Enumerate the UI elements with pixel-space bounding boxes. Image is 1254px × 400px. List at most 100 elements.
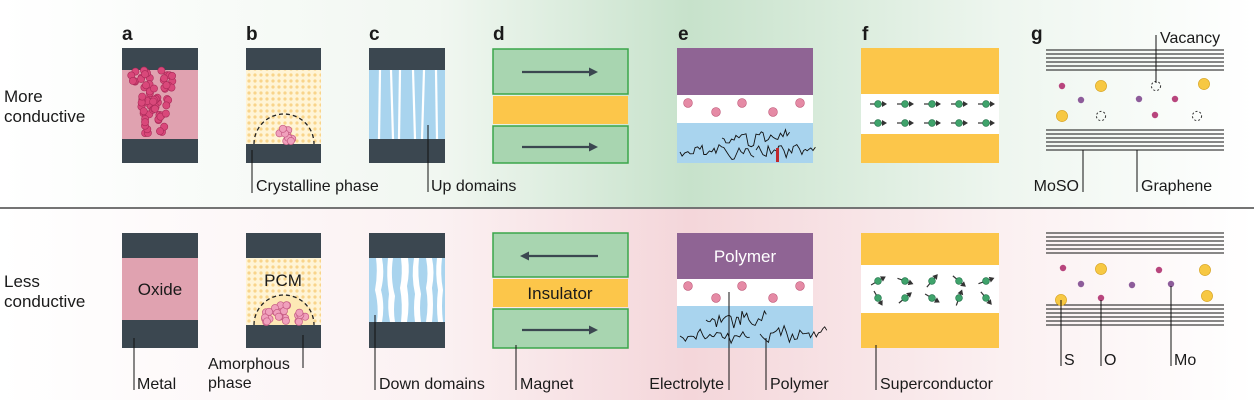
atom-o <box>1059 264 1067 272</box>
magnet-label: Magnet <box>520 376 574 393</box>
spin <box>924 119 941 127</box>
spin <box>870 119 887 127</box>
s-label: S <box>1064 352 1075 369</box>
panel-c-bottom: Down domains <box>369 233 485 393</box>
row-label-top-line2: conductive <box>4 107 85 126</box>
row-label-top-line1: More <box>4 87 43 106</box>
insulator-layer <box>493 96 628 124</box>
spin <box>955 289 964 306</box>
cluster-particle <box>274 312 283 321</box>
arrow-head <box>589 142 598 152</box>
filament-particle <box>162 101 171 110</box>
filament-particle <box>156 127 164 136</box>
metal-electrode <box>369 48 445 70</box>
domain-walls <box>377 69 439 140</box>
spin <box>951 100 968 108</box>
ferroelectric-layer <box>369 70 445 139</box>
spin <box>897 119 914 127</box>
ions <box>683 281 805 303</box>
panel-a-bottom: Oxide Metal <box>122 233 198 393</box>
ions <box>683 98 805 117</box>
panel-f-top <box>861 48 999 163</box>
metal-electrode <box>246 325 321 348</box>
ion <box>711 107 721 117</box>
graphene-label: Graphene <box>1141 178 1212 195</box>
row-label-bottom-line2: conductive <box>4 292 85 311</box>
amorphous-phase-label-1: Amorphous <box>208 356 290 373</box>
insulator-label: Insulator <box>527 284 593 303</box>
metal-electrode <box>369 233 445 258</box>
filament-particle <box>157 66 166 75</box>
cluster-particle <box>282 301 291 310</box>
atom-o <box>1097 294 1105 302</box>
atom-mo <box>1128 281 1136 289</box>
filament-particle <box>139 107 148 116</box>
ion <box>768 107 778 117</box>
spin <box>952 275 966 287</box>
atom-s <box>1095 263 1107 275</box>
o-label: O <box>1104 352 1116 369</box>
down-domain-regions <box>375 258 443 322</box>
metal-electrode <box>246 144 321 163</box>
superconductor-layer <box>861 48 999 94</box>
atom-o <box>1151 111 1159 119</box>
atom-s <box>1201 290 1213 302</box>
graphene-sheets <box>1046 232 1224 254</box>
ion <box>683 281 693 291</box>
ion <box>795 98 805 108</box>
spin <box>870 100 887 108</box>
spin <box>897 277 914 286</box>
panel-b-top: Crystalline phase <box>246 48 379 195</box>
filament-particle <box>160 74 169 83</box>
spin <box>926 274 938 288</box>
row-label-bottom-line1: Less <box>4 272 40 291</box>
superconductor-layer <box>861 134 999 163</box>
spin <box>897 100 914 108</box>
polymer-chain <box>705 309 767 329</box>
panel-d-bottom: Insulator Magnet <box>492 232 629 393</box>
panel-f-bottom: Superconductor <box>861 233 999 393</box>
filament-particle <box>141 70 149 79</box>
polymer-chain <box>679 143 755 161</box>
barrier-layer <box>861 94 999 134</box>
polymer-chains <box>679 309 828 345</box>
pcm-label: PCM <box>264 271 302 290</box>
graphene-sheets <box>1046 129 1224 151</box>
panel-label-c: c <box>369 24 380 45</box>
atom-o <box>1058 82 1066 90</box>
spin <box>873 290 883 306</box>
polymer-chains <box>679 128 816 161</box>
ion <box>711 293 721 303</box>
arrow-head <box>589 325 598 335</box>
ion <box>737 281 747 291</box>
panel-label-e: e <box>678 24 689 45</box>
ion <box>768 293 778 303</box>
metal-electrode <box>122 320 198 348</box>
mo-label: Mo <box>1174 352 1196 369</box>
ion-channel-marker <box>776 148 779 162</box>
conductive-filament <box>127 66 177 137</box>
crystalline-phase-label: Crystalline phase <box>256 178 379 195</box>
vacancy-site <box>1191 110 1203 122</box>
filament-particle <box>149 97 158 106</box>
amorphous-cluster <box>261 301 310 326</box>
filament-particle <box>128 77 137 85</box>
vacancy-label: Vacancy <box>1160 30 1220 47</box>
superconductor-label: Superconductor <box>880 376 994 393</box>
cluster-particle <box>262 317 271 326</box>
barrier-layer <box>861 265 999 313</box>
polymer-block <box>677 233 813 279</box>
spin <box>924 293 940 303</box>
panel-a-top <box>122 48 198 163</box>
cluster-particle <box>265 307 273 316</box>
electrolyte-gap <box>677 95 813 123</box>
atom-mo <box>1077 280 1085 288</box>
panel-label-d: d <box>493 24 505 45</box>
filament-particle <box>141 118 149 127</box>
moso-label: MoSO <box>1034 178 1079 195</box>
spin <box>978 276 995 285</box>
metal-electrode <box>122 48 198 70</box>
spin <box>980 291 992 305</box>
metal-label: Metal <box>137 376 176 393</box>
